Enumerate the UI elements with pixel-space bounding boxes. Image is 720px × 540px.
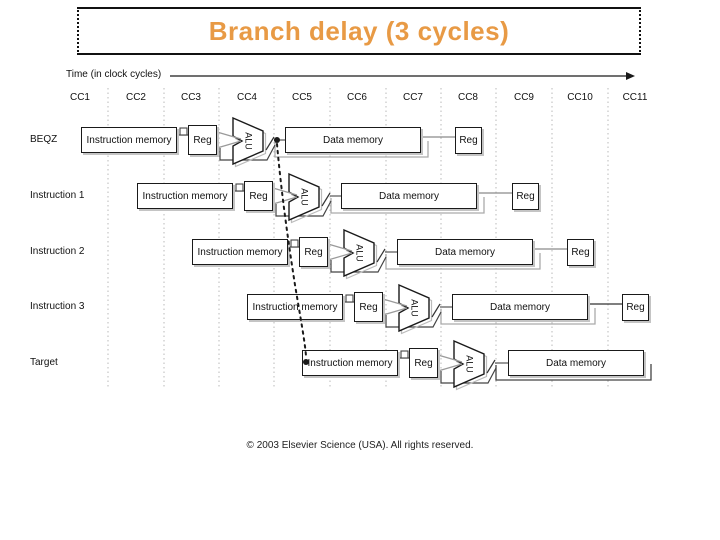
copyright-notice: © 2003 Elsevier Science (USA). All right…	[246, 440, 474, 451]
cc-label-9: CC9	[513, 92, 535, 103]
i3-reg: Reg	[354, 292, 383, 322]
row-label-instruction3: Instruction 3	[30, 301, 85, 312]
i2-writeback-reg: Reg	[567, 239, 594, 266]
cc-label-2: CC2	[125, 92, 147, 103]
row-label-instruction2: Instruction 2	[30, 246, 85, 257]
time-arrow	[170, 72, 635, 80]
cc-label-1: CC1	[69, 92, 91, 103]
i3-writeback-reg: Reg	[622, 294, 649, 321]
cc-label-4: CC4	[236, 92, 258, 103]
i2-data-memory: Data memory	[397, 239, 533, 265]
target-instruction-memory: Instruction memory	[302, 350, 398, 376]
i1-writeback-reg: Reg	[512, 183, 539, 210]
row-label-instruction1: Instruction 1	[30, 190, 85, 201]
target-reg: Reg	[409, 348, 438, 378]
row-label-target: Target	[30, 357, 58, 368]
beqz-reg: Reg	[188, 125, 217, 155]
target-data-memory: Data memory	[508, 350, 644, 376]
time-axis-label: Time (in clock cycles)	[66, 69, 162, 80]
cc-label-11: CC11	[622, 92, 648, 103]
beqz-data-memory: Data memory	[285, 127, 421, 153]
i2-instruction-memory: Instruction memory	[192, 239, 288, 265]
slide-title: Branch delay (3 cycles)	[208, 15, 510, 46]
beqz-instruction-memory: Instruction memory	[81, 127, 177, 153]
i1-data-memory: Data memory	[341, 183, 477, 209]
row-instruction2-datapath: ALU	[288, 228, 567, 280]
i2-reg: Reg	[299, 237, 328, 267]
row-target-datapath: ALU	[398, 339, 652, 391]
beqz-writeback-reg: Reg	[455, 127, 482, 154]
i3-instruction-memory: Instruction memory	[247, 294, 343, 320]
cc-label-5: CC5	[291, 92, 313, 103]
i1-reg: Reg	[244, 181, 273, 211]
title-box: Branch delay (3 cycles)	[77, 7, 641, 55]
cc-label-7: CC7	[402, 92, 424, 103]
alu-text-i3: ALU	[410, 299, 420, 317]
row-label-beqz: BEQZ	[30, 134, 58, 145]
alu-text-i2: ALU	[355, 244, 365, 262]
cc-label-10: CC10	[567, 92, 593, 103]
row-instruction3-datapath: ALU	[343, 283, 622, 335]
i1-instruction-memory: Instruction memory	[137, 183, 233, 209]
alu-text-beqz: ALU	[244, 132, 254, 150]
i3-data-memory: Data memory	[452, 294, 588, 320]
alu-text-target: ALU	[465, 355, 475, 373]
cc-label-3: CC3	[180, 92, 202, 103]
alu-text-i1: ALU	[300, 188, 310, 206]
cc-label-8: CC8	[457, 92, 479, 103]
cc-label-6: CC6	[346, 92, 368, 103]
